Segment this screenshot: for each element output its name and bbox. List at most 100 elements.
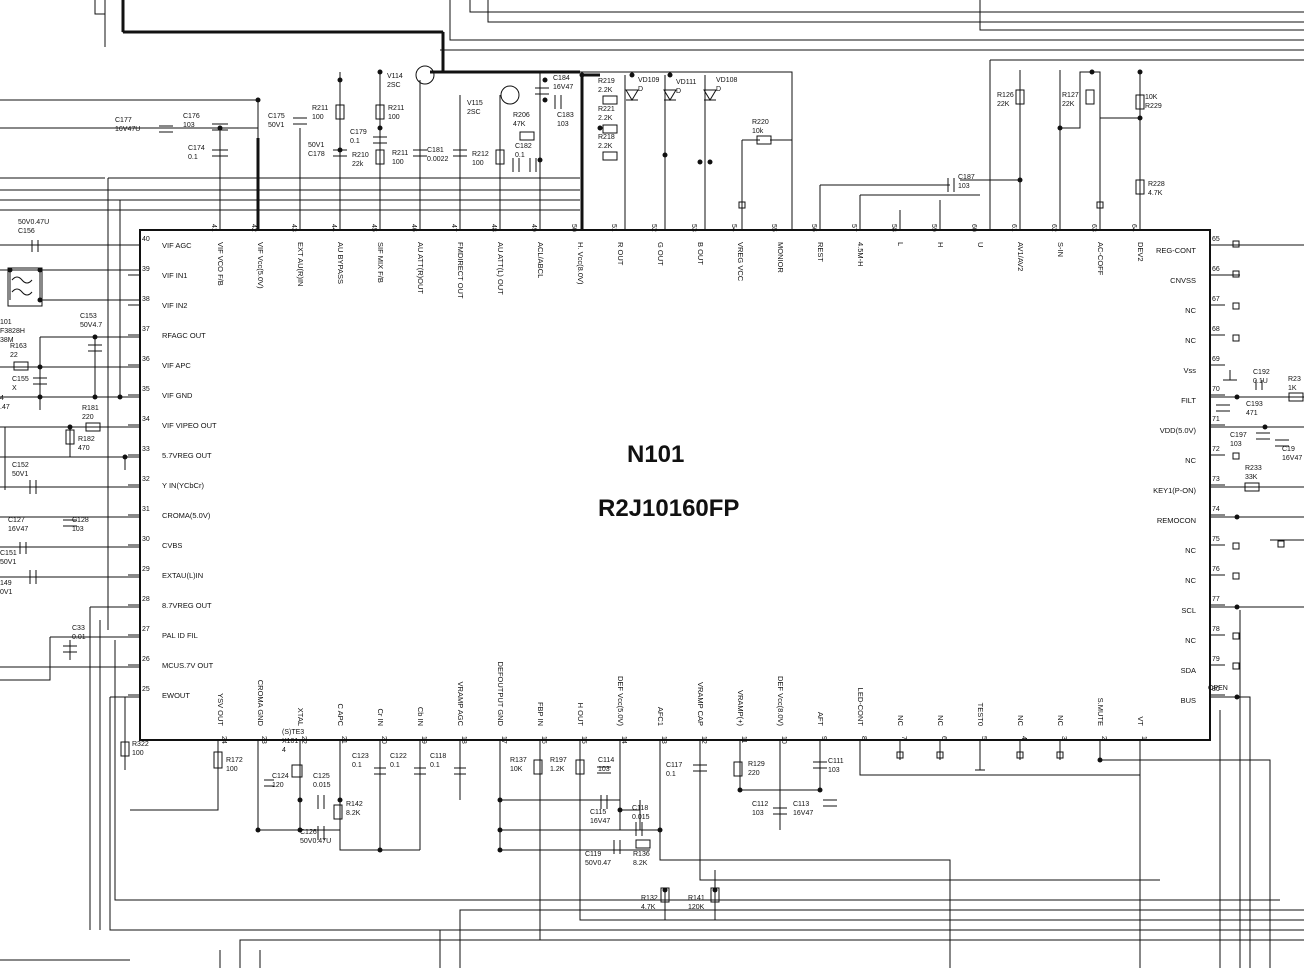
component-label: C117	[666, 762, 682, 769]
pin-number: 32	[142, 476, 150, 483]
component-label: C127	[8, 517, 25, 524]
pin-number: 79	[1212, 656, 1220, 663]
pin-number: 33	[142, 446, 150, 453]
component-label: 8.2K	[633, 860, 648, 867]
pin-label: AC-COFF	[1096, 242, 1105, 276]
pin-label: NC	[1185, 306, 1196, 315]
component-label: 4.7K	[1148, 190, 1163, 197]
pin-number: 11	[740, 736, 747, 743]
pin-number: 2	[1100, 736, 1107, 740]
pin-label: VIF VIPEO OUT	[162, 421, 217, 430]
pin-label: NC	[1185, 336, 1196, 345]
pin-number: 57	[850, 224, 857, 232]
pin-label: B OUT	[696, 242, 705, 265]
component-label: R141	[688, 895, 705, 902]
pin-number: 64	[1130, 224, 1137, 232]
pin-number: 43	[290, 224, 297, 232]
pin-label: NC	[1185, 546, 1196, 555]
pin-number: 46	[410, 224, 417, 232]
component-label: 1K	[1288, 385, 1297, 392]
component-label: OPEN	[1208, 685, 1228, 692]
component-label: C193	[1246, 401, 1263, 408]
pin-number: 63	[1090, 224, 1097, 232]
component-label: 2.2K	[598, 87, 613, 94]
pin-number: 78	[1212, 626, 1220, 633]
component-label: C119	[585, 851, 601, 858]
pin-number: 28	[142, 596, 150, 603]
pin-number: 39	[142, 266, 150, 273]
component-label: 103	[752, 810, 764, 817]
component-label: R211	[388, 105, 404, 112]
pin-label: U	[976, 242, 985, 247]
component-label: 103	[1230, 441, 1242, 448]
pin-label: Cb IN	[416, 707, 425, 726]
pin-label: CVBS	[162, 541, 182, 550]
component-label: C128	[72, 517, 89, 524]
component-label: X101	[282, 738, 298, 745]
component-label: 16V47	[8, 526, 28, 533]
pin-number: 23	[260, 736, 267, 744]
component-label: 2.2K	[598, 115, 613, 122]
pin-number: 20	[380, 736, 387, 744]
pin-number: 67	[1212, 296, 1220, 303]
component-label: 4.7K	[641, 904, 656, 911]
pin-label: VRAMP AGC	[456, 682, 465, 727]
component-label: R136	[633, 851, 650, 858]
component-label: 0.1U	[1253, 378, 1268, 385]
pin-number: 52	[650, 224, 657, 232]
pin-number: 69	[1212, 356, 1220, 363]
component-label: R181	[82, 405, 99, 412]
component-label: 4	[282, 747, 286, 754]
component-label: R197	[550, 757, 567, 764]
component-label: 50V1	[308, 142, 324, 149]
pin-number: 17	[500, 736, 507, 744]
pin-label: AFT	[816, 712, 825, 727]
component-label: 0.0022	[427, 156, 449, 163]
component-label: R23	[1288, 376, 1301, 383]
pin-number: 65	[1212, 236, 1220, 243]
pin-label: FBP IN	[536, 702, 545, 726]
pin-label: H	[936, 242, 945, 247]
component-label: C156	[18, 228, 35, 235]
pin-number: 12	[700, 736, 707, 744]
component-label: 10k	[752, 128, 764, 135]
component-label: 1.2K	[550, 766, 565, 773]
component-label: V114	[387, 73, 403, 80]
pin-number: 51	[610, 224, 617, 232]
component-label: 50V0.47U	[300, 838, 331, 845]
component-label: C111	[828, 758, 844, 765]
component-label: C179	[350, 129, 367, 136]
component-label: 120	[272, 782, 284, 789]
pin-label: VIF APC	[162, 361, 191, 370]
pin-label: CROMA GND	[256, 680, 265, 727]
pin-number: 61	[1010, 224, 1017, 232]
component-labels: C17716V47UC176103C1740.1C17550V1R2111005…	[0, 73, 1302, 911]
pin-number: 27	[142, 626, 150, 633]
component-label: 470	[78, 445, 90, 452]
component-label: C122	[390, 753, 407, 760]
component-label: 2SC	[387, 82, 401, 89]
component-label: 10K	[510, 766, 523, 773]
chip-part-number: R2J10160FP	[598, 495, 739, 522]
component-label: R206	[513, 112, 530, 119]
component-label: 101	[0, 319, 12, 326]
pin-label: VRAMP CAP	[696, 682, 705, 726]
component-label: 103	[72, 526, 84, 533]
pin-label: 5.7VREG OUT	[162, 451, 212, 460]
pin-number: 21	[340, 736, 347, 744]
component-label: C112	[752, 801, 768, 808]
pin-label: NC	[896, 715, 905, 726]
pin-label: SCL	[1181, 606, 1196, 615]
component-label: R228	[1148, 181, 1165, 188]
component-label: 47K	[513, 121, 526, 128]
component-label: 100	[312, 114, 324, 121]
component-label: C113	[793, 801, 809, 808]
pin-number: 9	[820, 736, 827, 740]
component-label: 22k	[352, 161, 364, 168]
pin-number: 29	[142, 566, 150, 573]
component-label: C118	[430, 753, 446, 760]
pin-label: VIF Vcc(5.0V)	[256, 242, 265, 289]
pin-label: VIF AGC	[162, 241, 192, 250]
component-label: 100	[392, 159, 404, 166]
